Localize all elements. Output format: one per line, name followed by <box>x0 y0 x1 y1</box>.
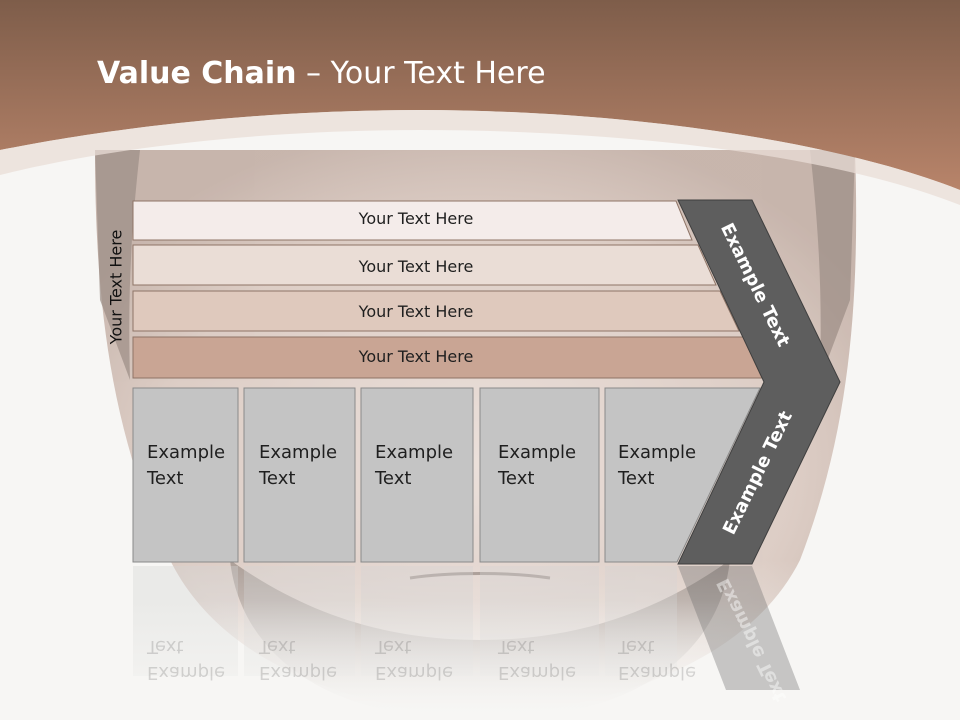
cell-4-box <box>479 387 600 563</box>
cell-1-reflection: Example Text <box>147 633 225 685</box>
row-3-text: Your Text Here <box>358 302 474 321</box>
row-1-text: Your Text Here <box>358 209 474 228</box>
cell-4-reflection: Example Text <box>498 633 576 685</box>
cell-3-reflection-line1: Example <box>375 662 454 683</box>
row-4-text: Your Text Here <box>358 347 474 366</box>
cell-1-reflection-line2: Text <box>147 636 184 657</box>
cell-4-line1: Example <box>498 442 577 463</box>
cell-2-reflection-line1: Example <box>259 662 338 683</box>
title-rest: – Your Text Here <box>296 56 546 91</box>
side-label: Your Text Here <box>106 229 126 345</box>
cell-1-reflection-line1: Example <box>147 662 226 683</box>
cell-5-box <box>604 387 761 563</box>
row-2-bar <box>132 244 717 286</box>
row-3-bar <box>132 290 740 332</box>
cell-3-reflection-line2: Text <box>375 636 412 657</box>
cell-2-line2: Text <box>259 468 296 489</box>
page-title: Value Chain – Your Text Here <box>97 54 546 94</box>
chevron-shape <box>677 199 841 565</box>
cell-3-line1: Example <box>375 442 454 463</box>
cell-2-box <box>243 387 356 563</box>
cell-4-reflection-line2: Text <box>498 636 535 657</box>
cell-2-line1: Example <box>259 442 338 463</box>
cell-2-reflection: Example Text <box>259 633 337 685</box>
cell-1-line2: Text <box>147 468 184 489</box>
header-band <box>0 0 960 190</box>
cell-5-line2: Text <box>618 468 655 489</box>
cell-2-reflection-line2: Text <box>259 636 296 657</box>
cell-5-line1: Example <box>618 442 697 463</box>
cell-1-box <box>132 387 239 563</box>
chevron-reflection <box>678 566 800 690</box>
cell-5-reflection: Example Text <box>618 633 696 685</box>
cell-4-reflection-line1: Example <box>498 662 577 683</box>
title-bold: Value Chain <box>97 56 297 91</box>
cell-5-reflection-line1: Example <box>618 662 697 683</box>
row-1-bar <box>132 200 693 241</box>
row-2-text: Your Text Here <box>358 257 474 276</box>
cell-3-line2: Text <box>375 468 412 489</box>
cell-3-box <box>360 387 474 563</box>
cell-5-reflection-line2: Text <box>618 636 655 657</box>
cell-3-reflection: Example Text <box>375 633 453 685</box>
cell-4-line2: Text <box>498 468 535 489</box>
cell-1-line1: Example <box>147 442 226 463</box>
